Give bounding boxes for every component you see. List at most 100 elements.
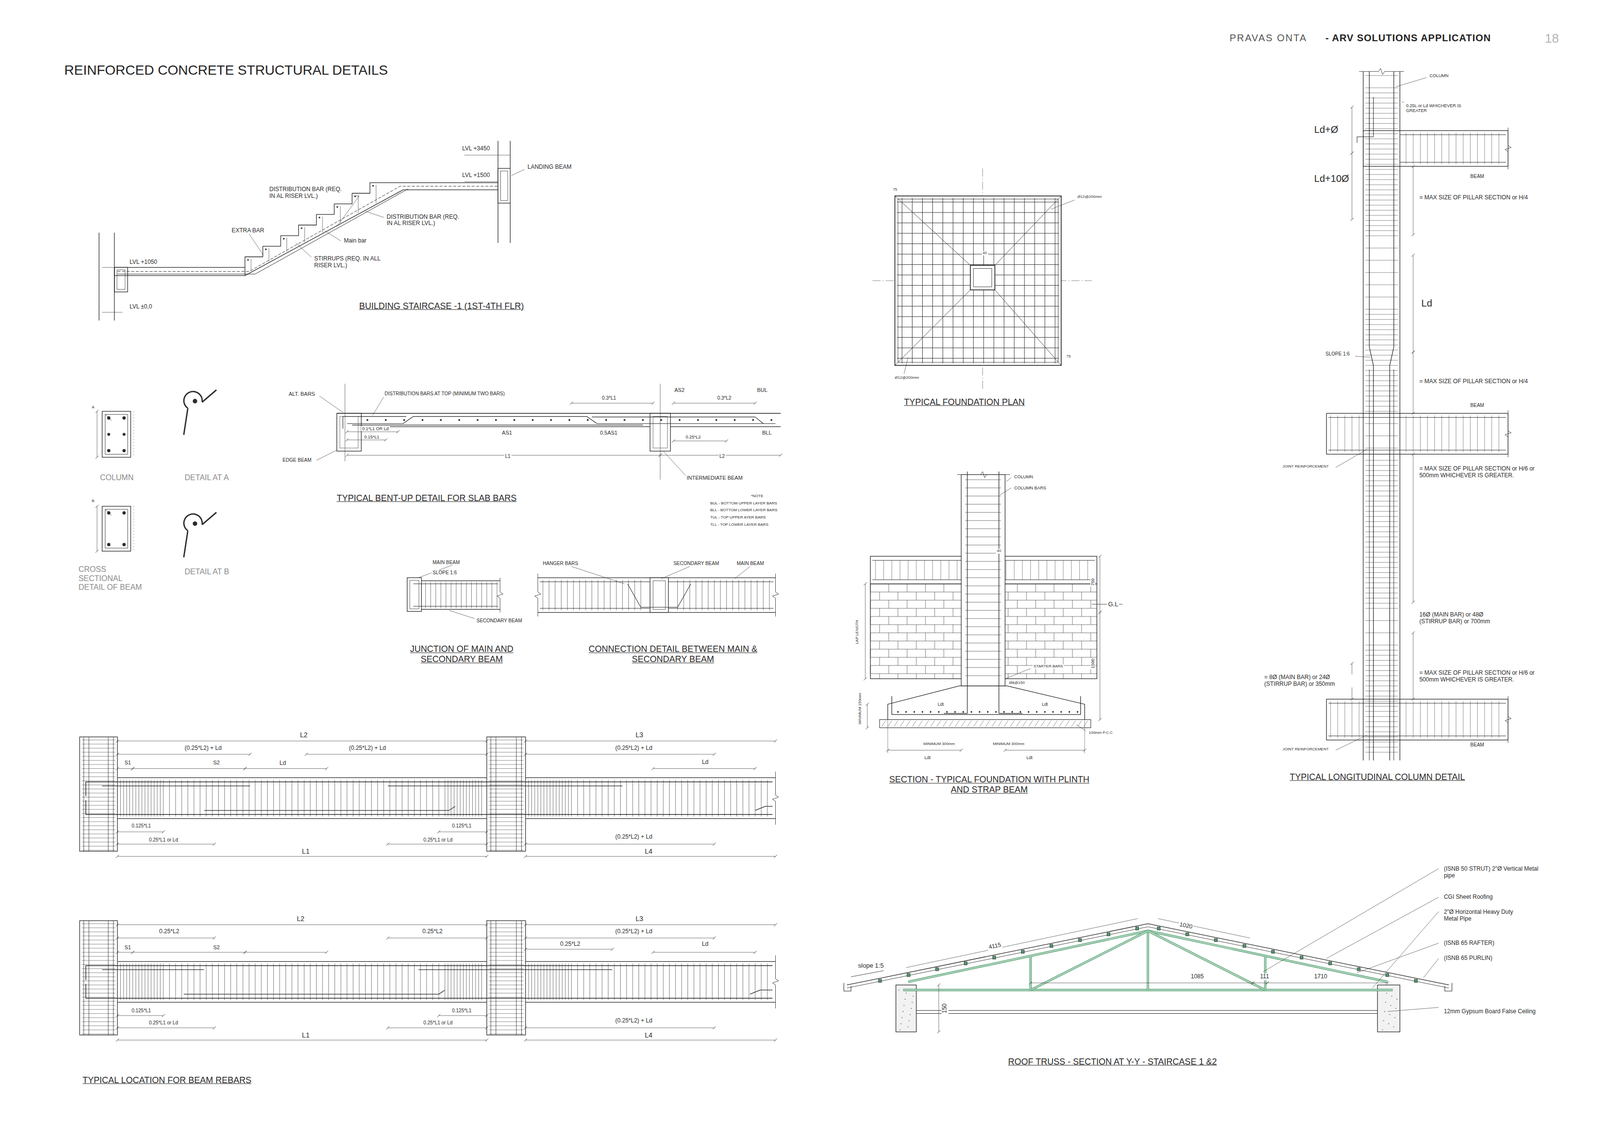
stirrup bbox=[597, 579, 599, 610]
column-tie bbox=[81, 816, 116, 818]
stirrup bbox=[899, 560, 901, 580]
stirrup bbox=[1030, 560, 1031, 580]
stirrup bbox=[199, 962, 201, 1000]
dimension-tick bbox=[485, 1025, 489, 1029]
stirrup bbox=[132, 779, 133, 817]
column-tie bbox=[1365, 447, 1398, 448]
extra-bottom-bar bbox=[754, 805, 773, 810]
mesh-bar bbox=[962, 197, 964, 364]
line-work bbox=[117, 777, 487, 778]
column-tie bbox=[81, 927, 116, 928]
drawing-label: MAIN BEAM bbox=[431, 559, 461, 566]
column-tie bbox=[1365, 163, 1398, 165]
column-tie bbox=[1365, 220, 1398, 221]
dimension-tick bbox=[1350, 697, 1354, 701]
stirrup bbox=[750, 579, 752, 610]
dimension-line bbox=[1030, 982, 1254, 983]
stirrup bbox=[1434, 701, 1435, 738]
column-tie bbox=[81, 751, 116, 752]
stirrup bbox=[1477, 132, 1478, 165]
leader-line bbox=[661, 566, 690, 579]
stirrup bbox=[157, 962, 158, 1000]
column-tie bbox=[1365, 515, 1398, 517]
column-tie bbox=[1365, 470, 1398, 471]
dimension-line bbox=[1158, 918, 1250, 938]
purlin bbox=[1049, 944, 1053, 947]
pcc-bed bbox=[879, 719, 1091, 728]
dimension-tick bbox=[304, 752, 308, 756]
stirrup bbox=[440, 581, 442, 608]
stirrup bbox=[242, 962, 244, 1000]
stirrup bbox=[309, 962, 311, 1000]
stirrup bbox=[255, 779, 256, 817]
stirrup bbox=[481, 962, 482, 1000]
mesh-bar bbox=[1019, 710, 1022, 713]
stirrup bbox=[1405, 132, 1407, 165]
level-line bbox=[102, 267, 115, 268]
column-tie bbox=[1365, 411, 1398, 412]
pcc-hatch bbox=[1083, 720, 1088, 727]
column-tie bbox=[1365, 159, 1398, 160]
stirrup bbox=[481, 581, 482, 608]
dimension-tick bbox=[115, 842, 119, 846]
riser-stirrup bbox=[250, 258, 252, 272]
concrete-speckle bbox=[900, 1023, 902, 1024]
column-tie bbox=[488, 1033, 524, 1034]
stirrup bbox=[475, 962, 476, 1000]
pcc-hatch bbox=[1053, 720, 1057, 727]
dimension-tick bbox=[524, 1038, 528, 1041]
column-tie bbox=[81, 939, 116, 941]
column-tie bbox=[488, 943, 524, 944]
drawing-label: = 8Ø (MAIN BAR) or 24Ø (STIRRUP BAR) or … bbox=[1263, 673, 1353, 688]
column-bar bbox=[495, 920, 496, 1035]
dimension-tick bbox=[524, 936, 528, 940]
drawing-label: 0.25*L2 bbox=[559, 940, 581, 948]
footing bbox=[887, 685, 1085, 720]
column-tie bbox=[1365, 561, 1398, 563]
stirrup bbox=[1477, 701, 1478, 738]
stirrup bbox=[687, 779, 688, 817]
break-mark bbox=[772, 573, 779, 617]
dimension-tick bbox=[345, 453, 349, 457]
drawing-label: (0.25*L2) + Ld bbox=[183, 744, 223, 752]
line-work bbox=[525, 817, 776, 819]
pcc-hatch bbox=[906, 720, 911, 727]
purlin bbox=[907, 973, 911, 976]
dimension-tick bbox=[959, 748, 963, 752]
drawing-label: L2 bbox=[295, 914, 306, 923]
column-tie bbox=[1365, 174, 1398, 175]
brick-joint bbox=[1090, 599, 1091, 608]
column-tie bbox=[488, 939, 524, 941]
distribution-bar bbox=[641, 418, 644, 421]
column-tie bbox=[1365, 670, 1398, 671]
dimension-tick bbox=[115, 1013, 119, 1017]
stirrup bbox=[540, 962, 542, 1000]
stirrup bbox=[135, 962, 137, 1000]
stirrup bbox=[322, 962, 323, 1000]
column-tie bbox=[1365, 359, 1398, 361]
bar-dot bbox=[107, 432, 111, 436]
dimension-line bbox=[117, 855, 487, 857]
brick-joint bbox=[1081, 608, 1082, 617]
column-tie bbox=[1365, 148, 1398, 150]
drawing-label: 111 bbox=[1259, 973, 1270, 980]
column-tie bbox=[488, 776, 524, 777]
stirrup bbox=[543, 962, 544, 1000]
dimension-line bbox=[1005, 749, 1085, 751]
dimension-line bbox=[117, 951, 133, 953]
column-tie bbox=[488, 992, 524, 993]
stirrup bbox=[571, 962, 572, 1000]
column-tie bbox=[1365, 102, 1398, 104]
beam bbox=[1363, 130, 1509, 167]
stirrup bbox=[141, 962, 143, 1000]
dimension-line bbox=[96, 411, 98, 458]
column-tie bbox=[81, 1033, 116, 1034]
stirrup bbox=[187, 779, 189, 817]
brick-joint bbox=[1017, 632, 1018, 641]
stirrup bbox=[430, 581, 432, 608]
break-mark bbox=[957, 471, 1010, 478]
stirrup bbox=[1427, 132, 1428, 165]
drawing-label: JOINT REINFORCEMENT bbox=[1281, 464, 1330, 469]
drawing-label: 100mm P.C.C bbox=[1087, 730, 1114, 736]
stirrup bbox=[414, 962, 415, 1000]
